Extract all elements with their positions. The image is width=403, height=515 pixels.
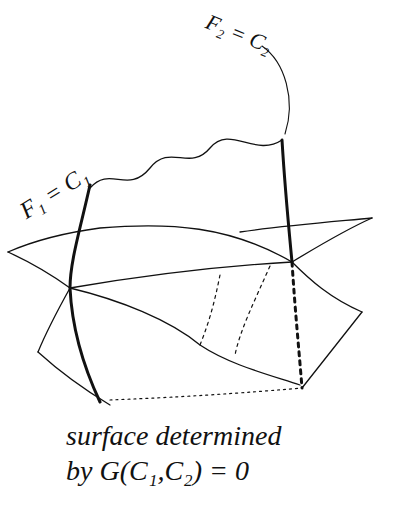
sheet-edge — [302, 312, 362, 388]
sheet-edge — [8, 252, 70, 288]
sheet-edge — [70, 288, 300, 385]
sheet-edge — [292, 262, 362, 312]
hidden-edge — [110, 388, 302, 400]
surface-curve — [282, 140, 292, 262]
sheet-edge — [38, 288, 70, 352]
leader-line — [262, 46, 289, 134]
hidden-edge — [200, 275, 220, 345]
sheet-edge — [70, 262, 292, 288]
sheet-edge — [240, 218, 372, 232]
surface-curve — [70, 185, 100, 402]
caption-note: surface determined by G(C₁,C₂) = 0 — [66, 418, 306, 488]
surface-label: F₂ = C₂ — [202, 8, 277, 59]
sheet-edge — [38, 352, 110, 405]
wavy-edge — [90, 139, 282, 188]
hidden-curve — [292, 262, 302, 388]
hidden-edge — [235, 266, 270, 355]
